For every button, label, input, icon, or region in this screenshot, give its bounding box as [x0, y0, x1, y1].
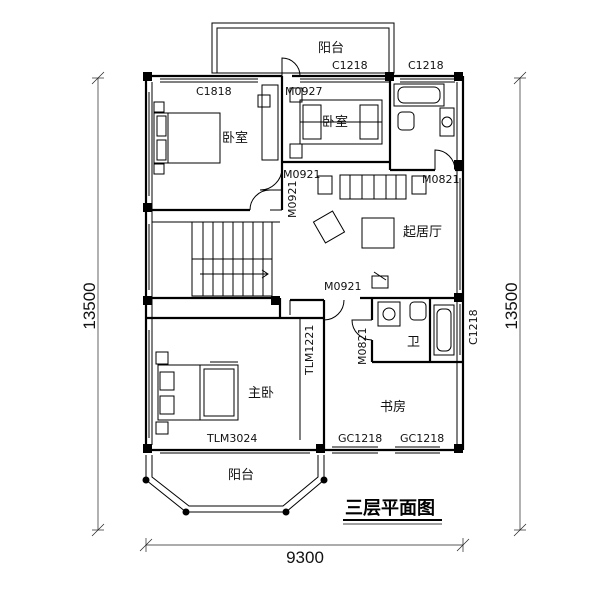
code-c1218-right: C1218	[467, 309, 480, 345]
outer-walls	[144, 74, 465, 452]
living-furniture	[312, 174, 427, 289]
room-label-balcony-bottom: 阳台	[228, 468, 254, 483]
width-dimension: 9300	[286, 548, 324, 567]
room-label-bedroom-left: 卧室	[222, 130, 248, 146]
code-gc1218-a: GC1218	[338, 432, 382, 445]
study-windows	[332, 446, 440, 454]
room-label-bath: 卫	[407, 335, 420, 350]
dimension-lines	[91, 71, 527, 552]
room-label-balcony-top: 阳台	[318, 41, 344, 56]
room-label-study: 书房	[380, 399, 406, 415]
room-label-master: 主卧	[248, 386, 274, 401]
interior-walls	[146, 76, 463, 450]
code-m0921-c: M0921	[324, 280, 362, 293]
code-c1218-b: C1218	[408, 59, 444, 72]
bath-right-fixtures	[377, 301, 455, 356]
bath-top-fixtures	[393, 83, 455, 137]
room-label-bedroom-mid: 卧室	[322, 114, 348, 130]
bottom-balcony	[142, 452, 328, 516]
bed-left	[153, 84, 279, 175]
code-m0927: M0927	[285, 85, 323, 98]
top-windows	[160, 78, 455, 83]
code-c1218-a: C1218	[332, 59, 368, 72]
code-m0821-b: M0821	[356, 328, 369, 366]
height-dimension-right: 13500	[502, 282, 521, 329]
plan-title: 三层平面图	[345, 498, 435, 519]
bed-mid	[289, 87, 383, 159]
code-gc1218-b: GC1218	[400, 432, 444, 445]
code-m0821-a: M0821	[422, 173, 460, 186]
staircase	[191, 221, 273, 297]
code-tlm1221: TLM1221	[303, 325, 316, 376]
bed-master	[155, 351, 239, 435]
room-label-living: 起居厅	[403, 225, 442, 240]
code-m0921-b: M0921	[286, 181, 299, 219]
code-m0921-a: M0921	[283, 168, 321, 181]
code-c1818: C1818	[196, 85, 232, 98]
height-dimension-left: 13500	[80, 282, 99, 329]
door-swings	[249, 57, 456, 440]
top-balcony	[211, 22, 395, 74]
code-tlm3024: TLM3024	[206, 432, 257, 445]
